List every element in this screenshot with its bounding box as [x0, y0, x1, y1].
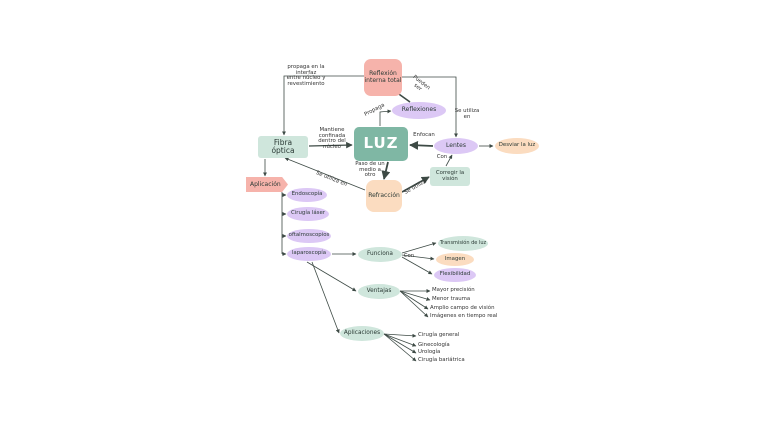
node-funciona[interactable]: Funciona: [358, 247, 402, 262]
connector: [383, 333, 417, 362]
label-con-funciona: Con: [403, 253, 415, 259]
node-luz[interactable]: LUZ: [354, 127, 408, 161]
node-reflexiones[interactable]: Reflexiones: [392, 102, 446, 119]
label-enfocan: Enfocan: [413, 132, 435, 138]
connector: [379, 109, 392, 126]
node-aplicacion[interactable]: Aplicación: [246, 177, 288, 192]
connector: [383, 333, 417, 347]
connector: [399, 290, 429, 318]
node-fibra-optica[interactable]: Fibra óptica: [258, 136, 308, 158]
node-aplicaciones[interactable]: Aplicaciones: [340, 326, 384, 341]
connector: [399, 290, 431, 301]
connector: [399, 290, 429, 310]
connector: [402, 76, 458, 138]
connector: [383, 333, 417, 354]
connector: [401, 242, 437, 254]
node-flexibilidad[interactable]: Flexibilidad: [434, 268, 476, 282]
node-endoscopia[interactable]: Endoscopía: [287, 188, 327, 202]
label-con: Con: [436, 154, 448, 160]
node-transmision-de-luz[interactable]: Transmisión de luz: [438, 236, 488, 251]
node-cirugia-laser[interactable]: Cirugía láser: [287, 207, 329, 221]
node-oftalmoscopios[interactable]: oftalmoscopios: [287, 229, 331, 243]
connector: [409, 140, 434, 150]
aplicaciones-item: Cirugía bariátrica: [418, 357, 465, 363]
connector: [308, 141, 353, 149]
label-paso-de-un-medio: Paso de un medio a otro: [355, 161, 385, 179]
node-corregir-la-vision[interactable]: Corregir la visión: [430, 167, 470, 186]
node-ventajas[interactable]: Ventajas: [358, 284, 400, 299]
node-desviar-la-luz[interactable]: Desviar la luz: [495, 138, 539, 154]
node-reflexion-interna-total[interactable]: Reflexión interna total: [364, 59, 402, 96]
node-laparoscopia[interactable]: laparoscopía: [287, 247, 331, 261]
label-se-utiliza-en: Se utiliza en: [454, 108, 480, 120]
connector: [383, 333, 417, 338]
label-propaga-interfaz: propaga en la interfaz entre núcleo y re…: [286, 64, 326, 88]
aplicaciones-item: Cirugía general: [418, 332, 460, 338]
node-lentes[interactable]: Lentes: [434, 138, 478, 154]
connector: [282, 75, 364, 136]
connector: [284, 157, 366, 191]
ventajas-item: Mayor precisión: [432, 287, 475, 293]
ventajas-item: Imágenes en tiempo real: [430, 313, 498, 319]
connector: [381, 161, 391, 180]
connector: [445, 154, 453, 167]
node-imagen[interactable]: Imagen: [436, 253, 474, 266]
connector: [306, 261, 357, 292]
node-refraccion[interactable]: Refracción: [366, 180, 402, 212]
aplicaciones-item: Urología: [418, 349, 441, 355]
connector: [401, 254, 435, 261]
connector: [311, 261, 340, 334]
aplicaciones-item: Ginecología: [418, 342, 450, 348]
connector: [401, 176, 430, 193]
connector: [401, 256, 433, 275]
ventajas-item: Menor trauma: [432, 296, 471, 302]
ventajas-item: Amplio campo de visión: [430, 305, 495, 311]
label-mantiene-confinada: Mantiene confinada dentro del núcleo: [318, 127, 346, 151]
